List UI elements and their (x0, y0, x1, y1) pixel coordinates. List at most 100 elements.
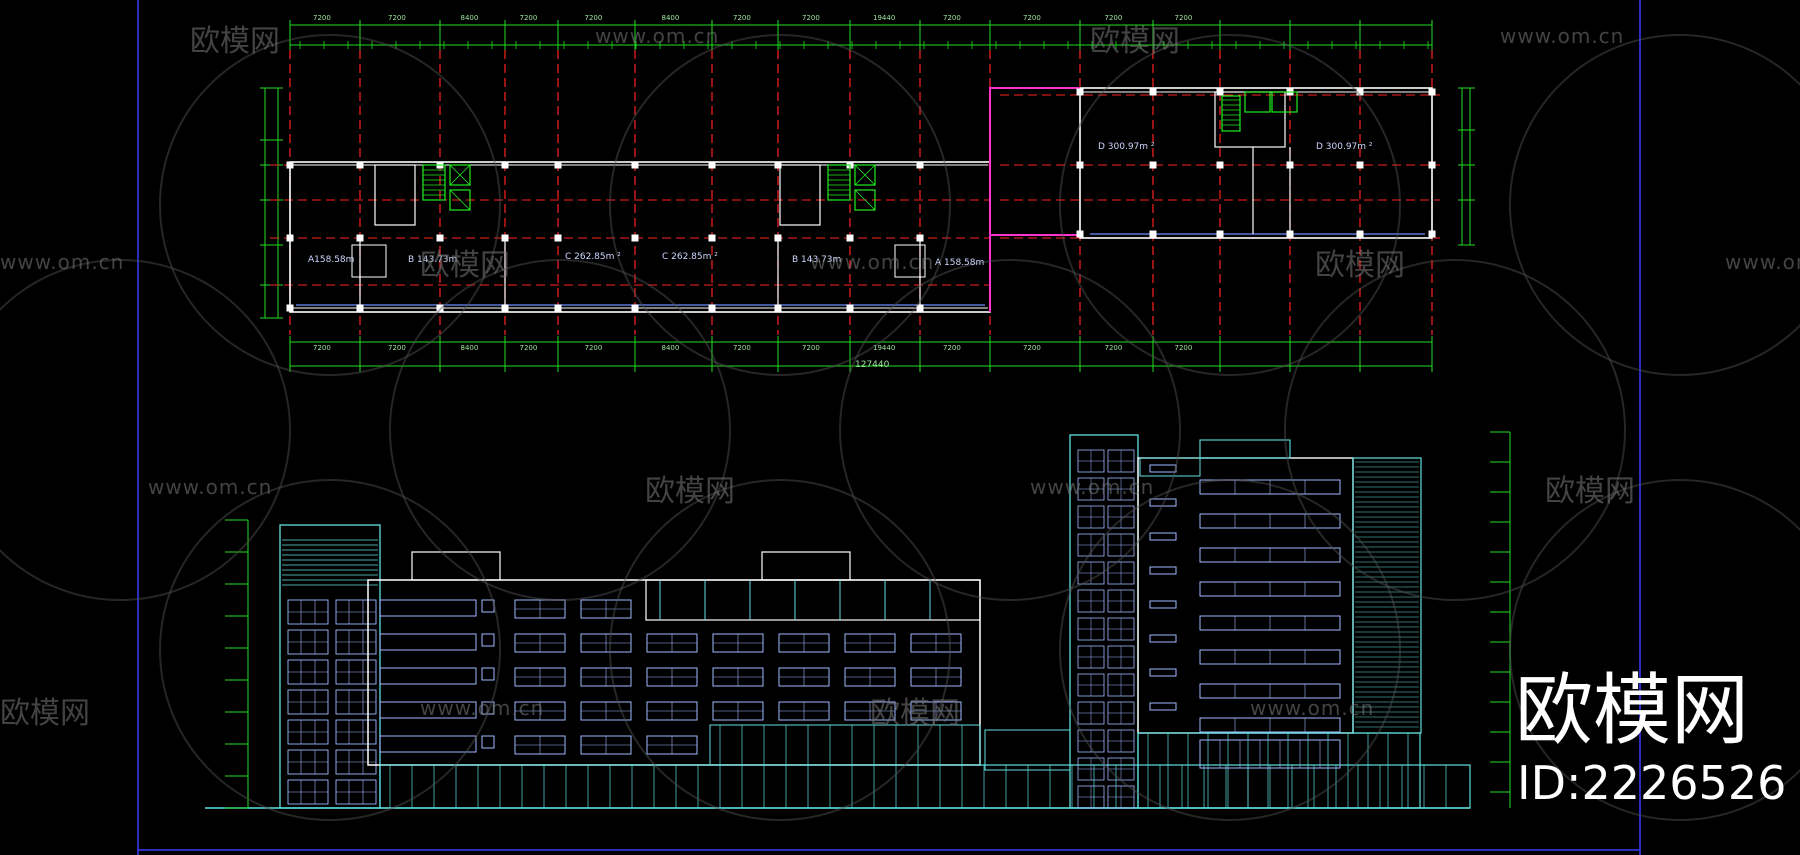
elevator-x (449, 164, 471, 186)
column (1076, 161, 1084, 169)
watermark-brand: 欧模网 (1315, 248, 1405, 283)
dimension-label: 7200 (313, 14, 331, 22)
ribbon-window (379, 701, 477, 719)
column (286, 234, 294, 242)
plan-outline-east (1079, 87, 1433, 239)
watermark-ring (1059, 34, 1401, 376)
column (554, 234, 562, 242)
column (501, 161, 509, 169)
east-elevator (1244, 91, 1271, 113)
ribbon-window (379, 735, 477, 753)
column (554, 161, 562, 169)
plan-outline-west (289, 161, 991, 313)
elevator (854, 189, 876, 211)
podium-front (709, 724, 981, 766)
dimension-label: 7200 (802, 344, 820, 352)
column (436, 304, 444, 312)
dimension-label: 7200 (519, 14, 538, 22)
roof-box (761, 551, 851, 581)
column (1076, 88, 1084, 96)
watermark-url: www.om.cn (1500, 24, 1625, 48)
dimension-label: 7200 (943, 344, 961, 352)
elevator-x (854, 189, 876, 211)
east-small-window (1149, 634, 1177, 643)
column (1428, 161, 1436, 169)
small-window (481, 701, 495, 715)
elevator (449, 189, 471, 211)
small-window (481, 667, 495, 681)
dimension-label: 7200 (733, 344, 751, 352)
east-roof-step (1139, 457, 1201, 477)
small-window (481, 599, 495, 613)
room-label-c1: C 262.85m ² (565, 252, 621, 262)
room-label-b2: B 143.73m (792, 255, 842, 265)
watermark-ring (159, 34, 501, 376)
column (286, 161, 294, 169)
roof-box (411, 551, 501, 581)
dimension-label: 7200 (733, 14, 751, 22)
room-label-b1: B 143.73m (408, 255, 458, 265)
watermark-url: www.om.cn (420, 696, 545, 720)
small-window (481, 735, 495, 749)
dimension-label: 7200 (388, 344, 406, 352)
dimension-label: 7200 (802, 14, 820, 22)
column (1428, 230, 1436, 238)
east-small-window (1149, 702, 1177, 711)
elevation (205, 431, 1511, 809)
watermark-url: www.om.cn (595, 24, 720, 48)
column (1356, 88, 1364, 96)
watermark-brand: 欧模网 (1545, 474, 1635, 509)
column (846, 234, 854, 242)
east-elevator (1271, 91, 1298, 113)
east-stair (1221, 95, 1241, 132)
brand-logo-text: 欧模网 (1515, 666, 1750, 756)
column (846, 304, 854, 312)
dimension-label: 7200 (1174, 14, 1193, 22)
ribbon-window (379, 633, 477, 651)
dimension-label: 8400 (460, 344, 479, 352)
column (286, 304, 294, 312)
core-room (779, 164, 821, 226)
dimension-label: 7200 (519, 344, 538, 352)
watermark-url: www.om.cn (148, 475, 273, 499)
watermark-url: www.om.cn (0, 250, 125, 274)
floor-plan (260, 20, 1475, 372)
watermark-ring (839, 259, 1181, 601)
east-small-window (1149, 600, 1177, 609)
east-roof-box (1199, 439, 1291, 459)
dimension-label: 7200 (1174, 344, 1193, 352)
watermark-circles (0, 34, 1800, 821)
dimension-label: 19440 (873, 14, 896, 22)
watermark-ring (159, 479, 501, 821)
column (708, 234, 716, 242)
watermark-ring (609, 479, 951, 821)
column (631, 161, 639, 169)
dimension-label: 7200 (388, 14, 406, 22)
elevator-x (449, 189, 471, 211)
column (1428, 88, 1436, 96)
column (1076, 230, 1084, 238)
watermark-url: www.om.cn (1250, 696, 1375, 720)
column (1149, 88, 1157, 96)
model-id-label: ID:2226526 (1517, 756, 1787, 810)
elevator-x (854, 164, 876, 186)
dimension-label: 7200 (1023, 14, 1041, 22)
ribbon-window (379, 667, 477, 685)
roof-parapet (645, 579, 981, 621)
stair-core (827, 164, 851, 201)
dimension-label: 19440 (873, 344, 896, 352)
east-small-window (1149, 464, 1177, 473)
elevator (854, 164, 876, 186)
room-label-d2: D 300.97m ² (1316, 142, 1373, 152)
dimension-label: 7200 (1104, 344, 1123, 352)
column (708, 304, 716, 312)
ribbon-window (379, 599, 477, 617)
room-label-a1: A158.58m (308, 255, 355, 265)
column (916, 161, 924, 169)
east-base (1137, 732, 1421, 809)
watermark-url: www.om.cn (810, 250, 935, 274)
watermark-brand: 欧模网 (190, 24, 280, 59)
watermark-brand: 欧模网 (0, 696, 90, 731)
watermark-brand: 欧模网 (420, 248, 510, 283)
